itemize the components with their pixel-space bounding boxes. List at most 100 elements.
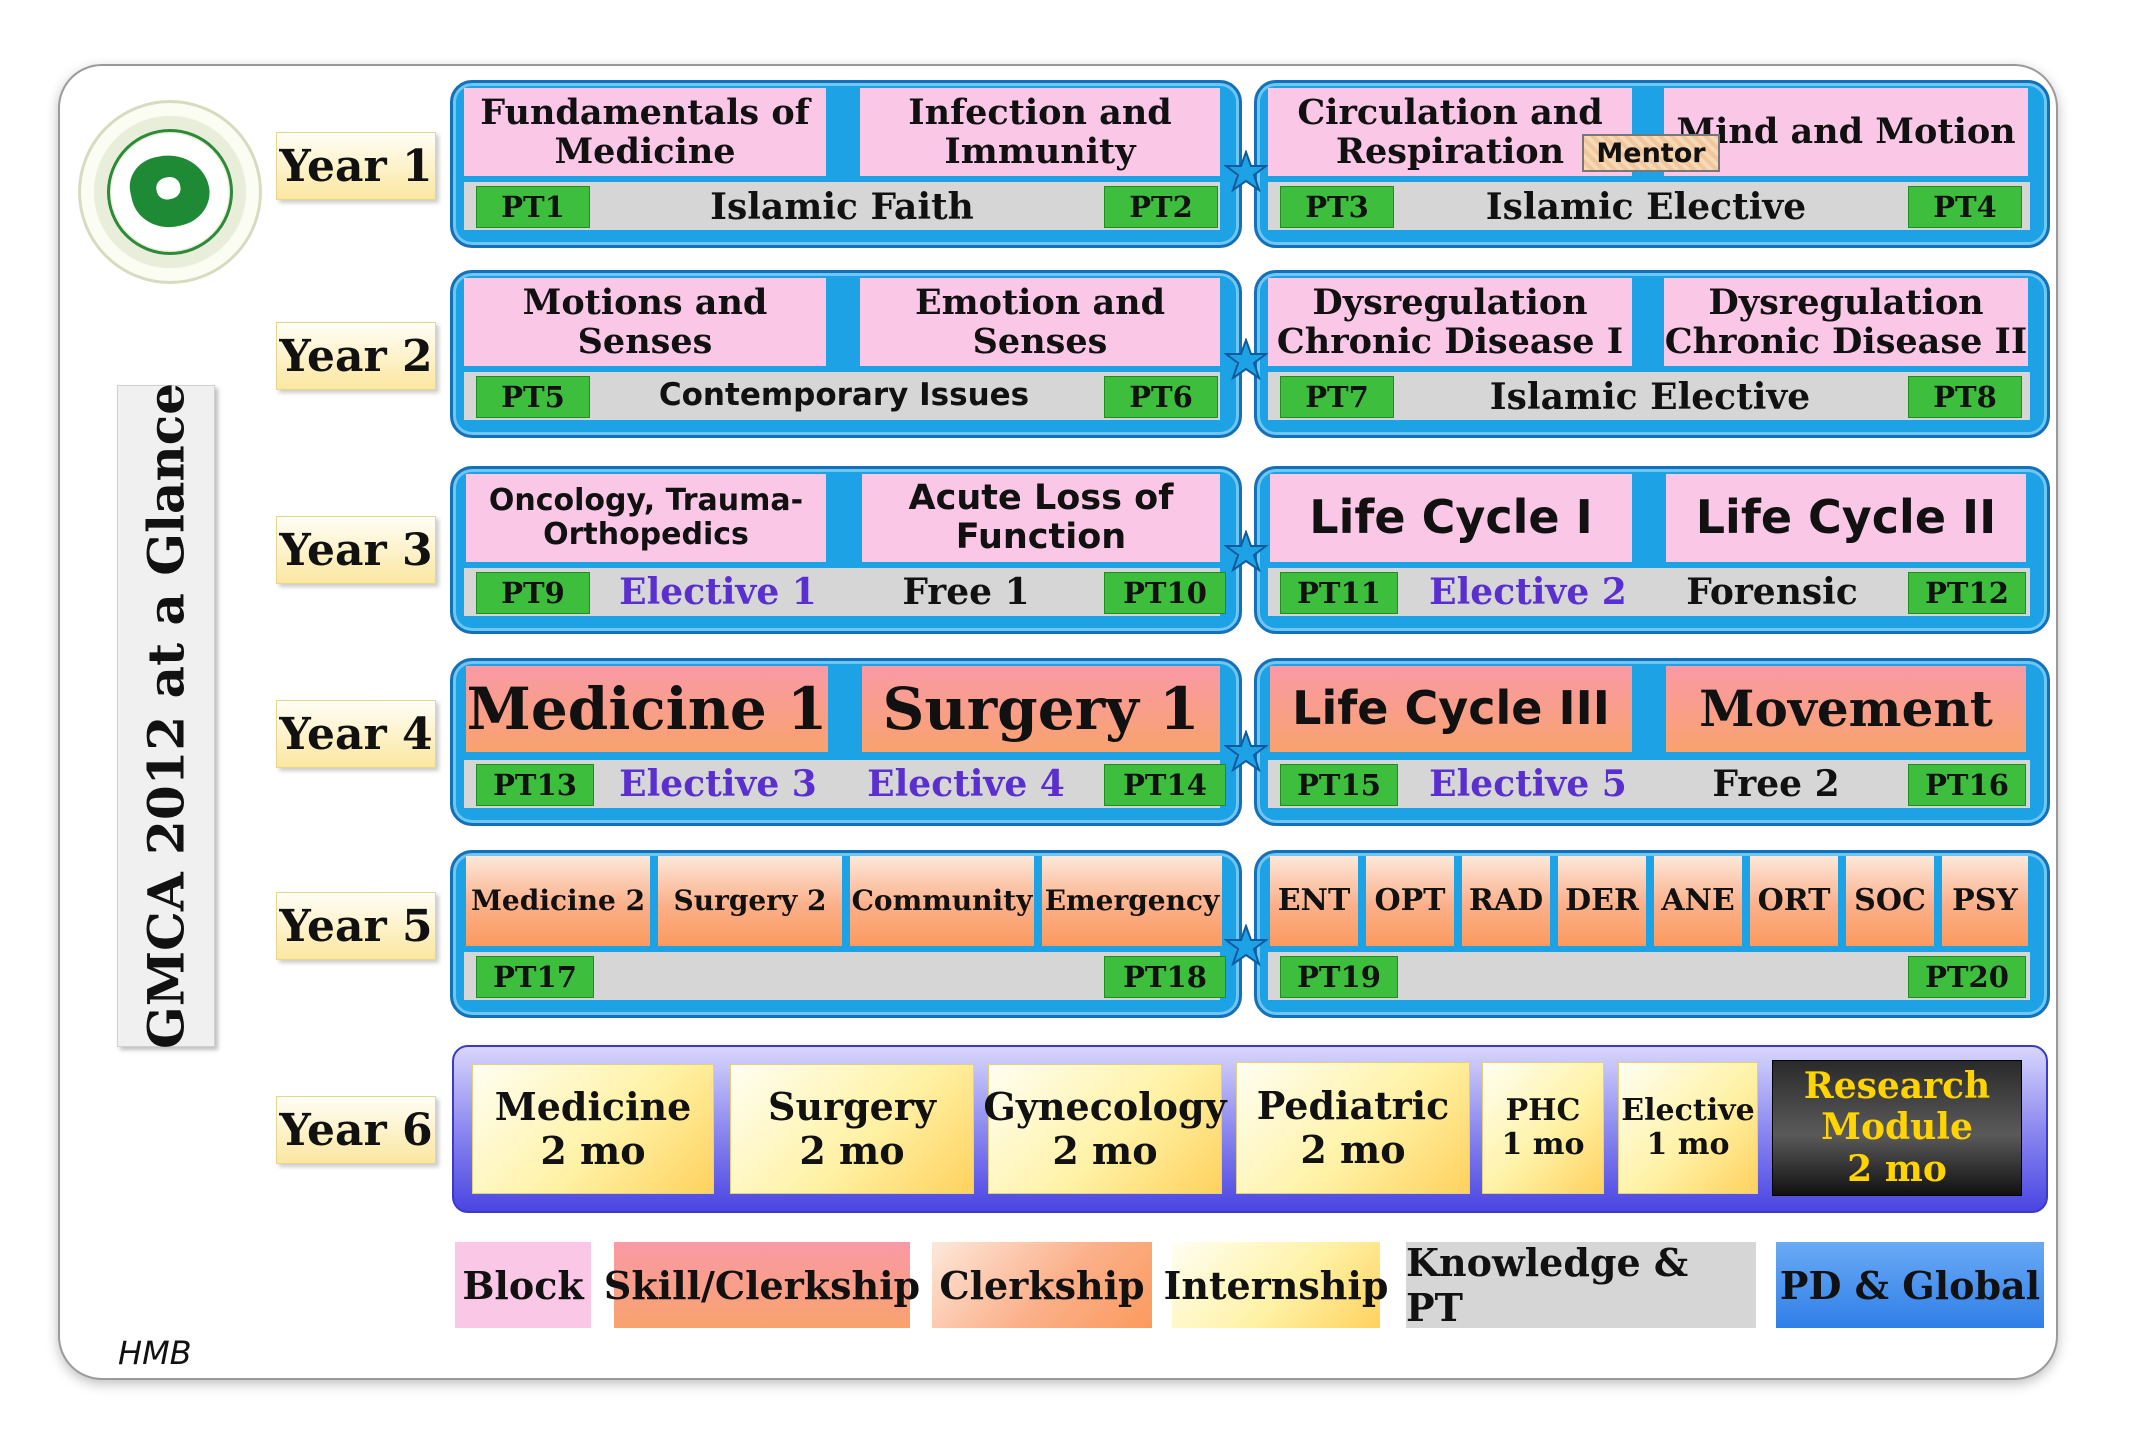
legend-skill-clerkship: Skill/Clerkship (604, 1242, 920, 1328)
legend-pd-global: PD & Global (1776, 1242, 2044, 1328)
clerkship-block: RAD (1462, 856, 1550, 946)
block: Acute Loss of Function (862, 474, 1220, 562)
star-icon (1224, 730, 1268, 773)
internship-name: Medicine (494, 1084, 692, 1130)
pt-badge: PT17 (476, 956, 594, 998)
knowledge-bar (1268, 182, 2030, 230)
block: Fundamentals of Medicine (464, 88, 826, 176)
mentor-tag: Mentor (1582, 134, 1720, 172)
star-icon (1224, 924, 1268, 967)
elective-label: Elective 4 (867, 763, 1065, 805)
clerkship-block: ORT (1750, 856, 1838, 946)
internship-name: Gynecology (983, 1084, 1227, 1130)
bar-label: Forensic (1686, 571, 1858, 613)
clerkship-block: Community (850, 856, 1034, 946)
pt-badge: PT18 (1104, 956, 1226, 998)
clerkship-block: ANE (1654, 856, 1742, 946)
legend-clerkship: Clerkship (932, 1242, 1152, 1328)
legend-block: Block (455, 1242, 591, 1328)
year-label: Year 6 (276, 1096, 436, 1164)
knowledge-bar (464, 568, 1220, 616)
year-label: Year 2 (276, 322, 436, 390)
pt-badge: PT19 (1280, 956, 1398, 998)
star-icon (1224, 338, 1268, 381)
internship-block: Medicine 2 mo (472, 1064, 714, 1194)
pt-badge: PT12 (1908, 572, 2026, 614)
internship-name: Elective (1621, 1092, 1755, 1128)
research-duration: 2 mo (1847, 1147, 1947, 1190)
internship-block: Pediatric 2 mo (1236, 1062, 1470, 1194)
skill-block: Surgery 1 (862, 666, 1220, 752)
block: Life Cycle II (1666, 474, 2026, 562)
bar-label: Free 2 (1712, 763, 1840, 805)
bar-label: Islamic Faith (710, 186, 974, 228)
bar-label: Islamic Elective (1489, 376, 1811, 418)
clerkship-block: PSY (1942, 856, 2028, 946)
bar-label: Contemporary Issues (658, 377, 1030, 413)
elective-label: Elective 3 (619, 763, 817, 805)
author-signature: HMB (118, 1334, 192, 1372)
page-title: GMCA 2012 at a Glance (136, 382, 196, 1050)
internship-duration: 2 mo (540, 1128, 646, 1173)
university-logo (78, 100, 262, 284)
clerkship-block: ENT (1270, 856, 1358, 946)
block: Motions and Senses (464, 278, 826, 366)
year-label: Year 3 (276, 516, 436, 584)
pt-badge: PT5 (476, 376, 590, 418)
research-module-block: Research Module 2 mo (1772, 1060, 2022, 1196)
title-box: GMCA 2012 at a Glance (117, 382, 215, 1050)
year-label: Year 1 (276, 132, 436, 200)
internship-block: Surgery 2 mo (730, 1064, 974, 1194)
internship-name: Surgery (768, 1084, 936, 1130)
internship-block: Elective 1 mo (1618, 1062, 1758, 1194)
pt-badge: PT7 (1280, 376, 1394, 418)
clerkship-block: DER (1558, 856, 1646, 946)
internship-block: Gynecology 2 mo (983, 1064, 1227, 1194)
star-icon (1224, 530, 1268, 573)
internship-duration: 2 mo (799, 1128, 905, 1173)
star-icon (1224, 150, 1268, 193)
pt-badge: PT15 (1280, 764, 1398, 806)
clerkship-block: Emergency (1042, 856, 1222, 946)
pt-badge: PT11 (1280, 572, 1398, 614)
clerkship-block: Medicine 2 (466, 856, 650, 946)
year-label: Year 4 (276, 700, 436, 768)
internship-block: PHC 1 mo (1482, 1062, 1604, 1194)
clerkship-block: SOC (1846, 856, 1934, 946)
block: Dysregulation Chronic Disease I (1268, 278, 1632, 366)
pt-badge: PT9 (476, 572, 590, 614)
skill-block: Movement (1666, 666, 2026, 752)
internship-duration: 2 mo (1300, 1127, 1406, 1172)
internship-duration: 2 mo (1052, 1128, 1158, 1173)
elective-label: Elective 5 (1429, 763, 1627, 805)
pt-badge: PT14 (1104, 764, 1226, 806)
year-label: Year 5 (276, 892, 436, 960)
bar-label: Islamic Elective (1485, 186, 1807, 228)
block: Circulation and Respiration (1268, 88, 1632, 176)
block: Dysregulation Chronic Disease II (1664, 278, 2028, 366)
pt-badge: PT20 (1908, 956, 2026, 998)
pt-badge: PT3 (1280, 186, 1394, 228)
research-name: Research Module (1803, 1064, 1991, 1149)
block: Oncology, Trauma-Orthopedics (466, 474, 826, 562)
pt-badge: PT8 (1908, 376, 2022, 418)
internship-name: PHC (1505, 1092, 1581, 1128)
block: Emotion and Senses (860, 278, 1220, 366)
block: Mind and Motion (1664, 88, 2028, 176)
block: Life Cycle I (1270, 474, 1632, 562)
block: Infection and Immunity (860, 88, 1220, 176)
skill-block: Life Cycle III (1270, 666, 1632, 752)
pt-badge: PT6 (1104, 376, 1218, 418)
legend-knowledge-pt: Knowledge & PT (1406, 1240, 1756, 1330)
pt-badge: PT1 (476, 186, 590, 228)
internship-duration: 1 mo (1646, 1127, 1730, 1162)
internship-duration: 1 mo (1501, 1127, 1585, 1162)
pt-badge: PT16 (1908, 764, 2026, 806)
elective-label: Elective 2 (1429, 571, 1627, 613)
pt-badge: PT2 (1104, 186, 1218, 228)
bar-label: Free 1 (902, 571, 1030, 613)
clerkship-block: Surgery 2 (658, 856, 842, 946)
skill-block: Medicine 1 (466, 666, 828, 752)
elective-label: Elective 1 (619, 571, 817, 613)
pt-badge: PT4 (1908, 186, 2022, 228)
